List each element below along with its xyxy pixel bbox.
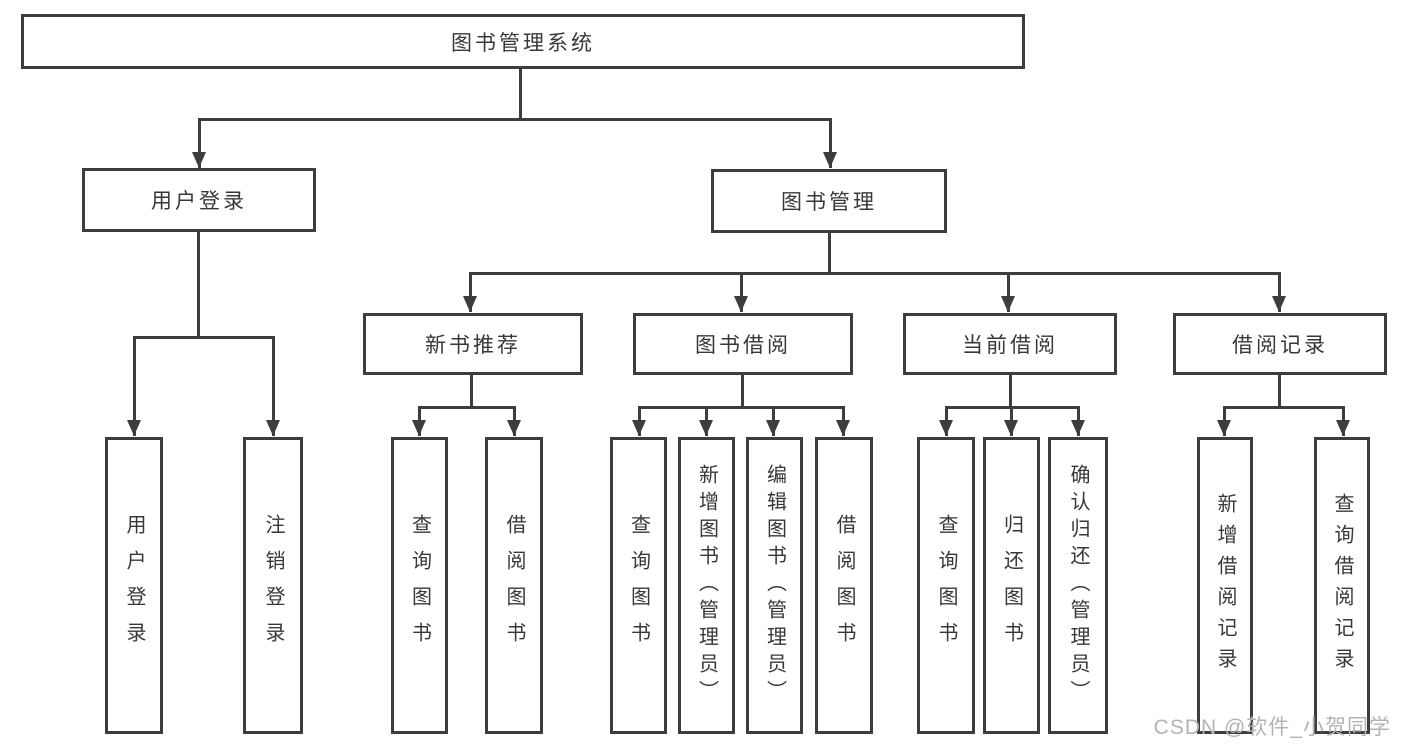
arrow-down-icon xyxy=(197,118,201,168)
arrow-down-icon xyxy=(1076,406,1080,436)
arrow-down-icon xyxy=(132,336,136,436)
connector-line xyxy=(740,375,744,409)
leaf-confirm-return-admin: 确认归还（管理员） xyxy=(1048,437,1108,734)
node-borrow-record: 借阅记录 xyxy=(1173,313,1387,375)
arrow-down-icon xyxy=(512,406,516,436)
connector-line xyxy=(519,68,522,121)
leaf-edit-book-admin: 编辑图书（管理员） xyxy=(746,437,803,734)
connector-line xyxy=(469,272,1281,275)
arrow-down-icon xyxy=(944,406,948,436)
leaf-user-login: 用户登录 xyxy=(105,437,163,734)
leaf-query-book-1: 查询图书 xyxy=(391,437,448,734)
leaf-query-borrow-record: 查询借阅记录 xyxy=(1314,437,1370,734)
connector-line xyxy=(1223,406,1344,409)
arrow-down-icon xyxy=(828,118,832,168)
watermark: CSDN @软件_小贺同学 xyxy=(1153,716,1391,739)
arrow-down-icon xyxy=(841,406,845,436)
arrow-down-icon xyxy=(417,406,421,436)
arrow-down-icon xyxy=(1341,406,1345,436)
leaf-borrow-book-2: 借阅图书 xyxy=(815,437,873,734)
arrow-down-icon xyxy=(271,336,275,436)
connector-line xyxy=(469,375,473,409)
leaf-add-borrow-record: 新增借阅记录 xyxy=(1197,437,1253,734)
connector-line xyxy=(827,233,831,275)
arrow-down-icon xyxy=(1006,272,1010,312)
connector-line xyxy=(132,336,275,339)
node-user-login: 用户登录 xyxy=(82,168,316,232)
leaf-return-book: 归还图书 xyxy=(983,437,1040,734)
arrow-down-icon xyxy=(468,272,472,312)
node-root-system: 图书管理系统 xyxy=(21,14,1025,69)
node-new-book-recommend: 新书推荐 xyxy=(363,313,583,375)
arrow-down-icon xyxy=(1222,406,1226,436)
connector-line xyxy=(638,406,844,409)
leaf-query-book-3: 查询图书 xyxy=(917,437,975,734)
connector-line xyxy=(418,406,515,409)
leaf-borrow-book-1: 借阅图书 xyxy=(485,437,543,734)
node-current-borrow: 当前借阅 xyxy=(903,313,1117,375)
connector-line xyxy=(197,232,200,339)
arrow-down-icon xyxy=(1009,406,1013,436)
arrow-down-icon xyxy=(704,406,708,436)
arrow-down-icon xyxy=(771,406,775,436)
node-book-borrow: 图书借阅 xyxy=(633,313,853,375)
connector-line xyxy=(1008,375,1012,409)
leaf-logout: 注销登录 xyxy=(243,437,303,734)
arrow-down-icon xyxy=(1277,272,1281,312)
node-book-management: 图书管理 xyxy=(711,169,947,233)
leaf-query-book-2: 查询图书 xyxy=(610,437,667,734)
arrow-down-icon xyxy=(739,272,743,312)
arrow-down-icon xyxy=(637,406,641,436)
connector-line xyxy=(198,118,832,121)
connector-line xyxy=(1277,375,1281,409)
leaf-add-book-admin: 新增图书（管理员） xyxy=(678,437,735,734)
